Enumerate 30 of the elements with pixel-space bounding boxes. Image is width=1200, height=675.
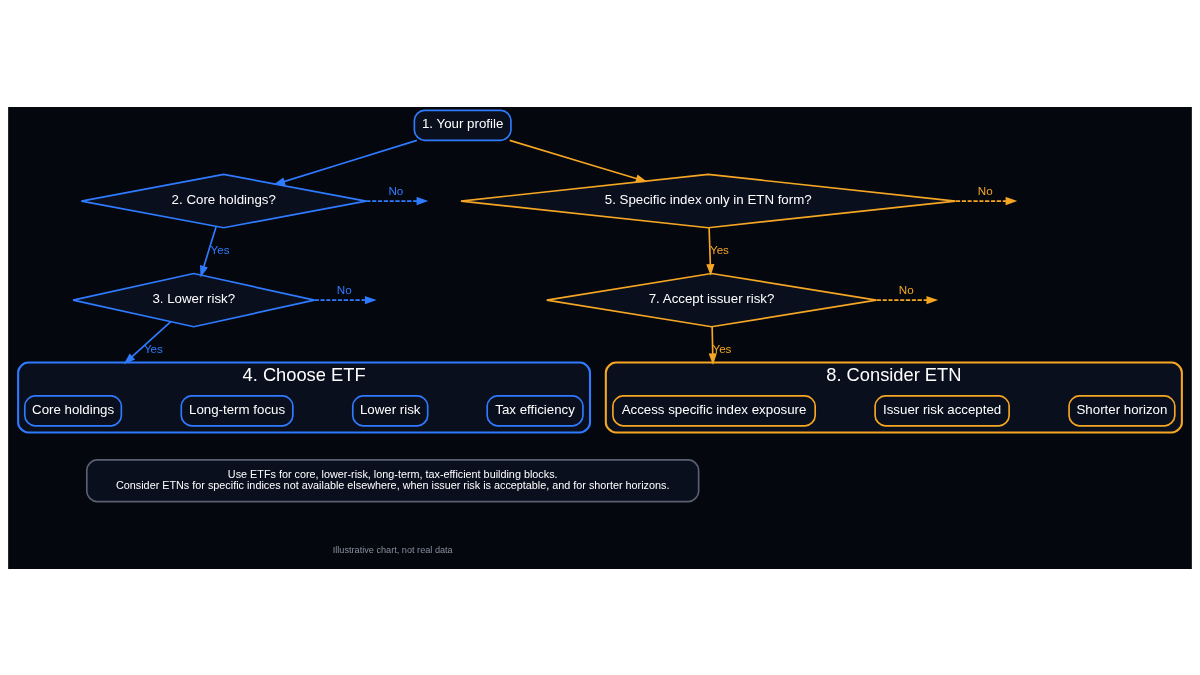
node-box: Shorter horizon bbox=[1068, 394, 1176, 427]
arrow bbox=[706, 226, 715, 276]
node-box: 1. Your profile bbox=[413, 109, 512, 141]
arrow bbox=[365, 196, 429, 205]
node-box: Lower risk bbox=[351, 394, 429, 427]
edge-label: No bbox=[977, 183, 993, 197]
node-box: Long-term focus bbox=[180, 394, 294, 427]
arrow bbox=[708, 325, 717, 365]
node-box: Tax efficiency bbox=[486, 394, 584, 427]
edge-label: No bbox=[388, 183, 404, 197]
edge-label: No bbox=[336, 282, 352, 296]
arrow bbox=[273, 139, 418, 185]
arrow bbox=[954, 196, 1018, 205]
edge-label: Yes bbox=[143, 341, 163, 355]
edge-label: No bbox=[898, 282, 914, 296]
edge-label: Yes bbox=[709, 242, 729, 256]
node-diamond: 3. Lower risk? bbox=[72, 272, 316, 328]
node-box: Access specific index exposure bbox=[612, 394, 816, 427]
node-box: Issuer risk accepted bbox=[874, 394, 1010, 427]
arrow bbox=[200, 225, 217, 277]
label: Illustrative chart, not real data bbox=[332, 544, 453, 555]
node-box: Use ETFs for core, lower-risk, long-term, tax-efficient building blocks. Consider ETNs for specific indices not available elsewhere, when issuer risk is acceptable, and for shorter horizons. bbox=[86, 458, 700, 502]
arrow bbox=[875, 295, 939, 304]
arrow bbox=[313, 295, 377, 304]
arrow bbox=[508, 139, 648, 182]
node-diamond: 7. Accept issuer risk? bbox=[545, 272, 878, 328]
node-box: Core holdings bbox=[23, 394, 123, 427]
edge-label: Yes bbox=[210, 242, 230, 256]
arrow bbox=[123, 320, 172, 364]
edge-label: Yes bbox=[712, 341, 732, 355]
